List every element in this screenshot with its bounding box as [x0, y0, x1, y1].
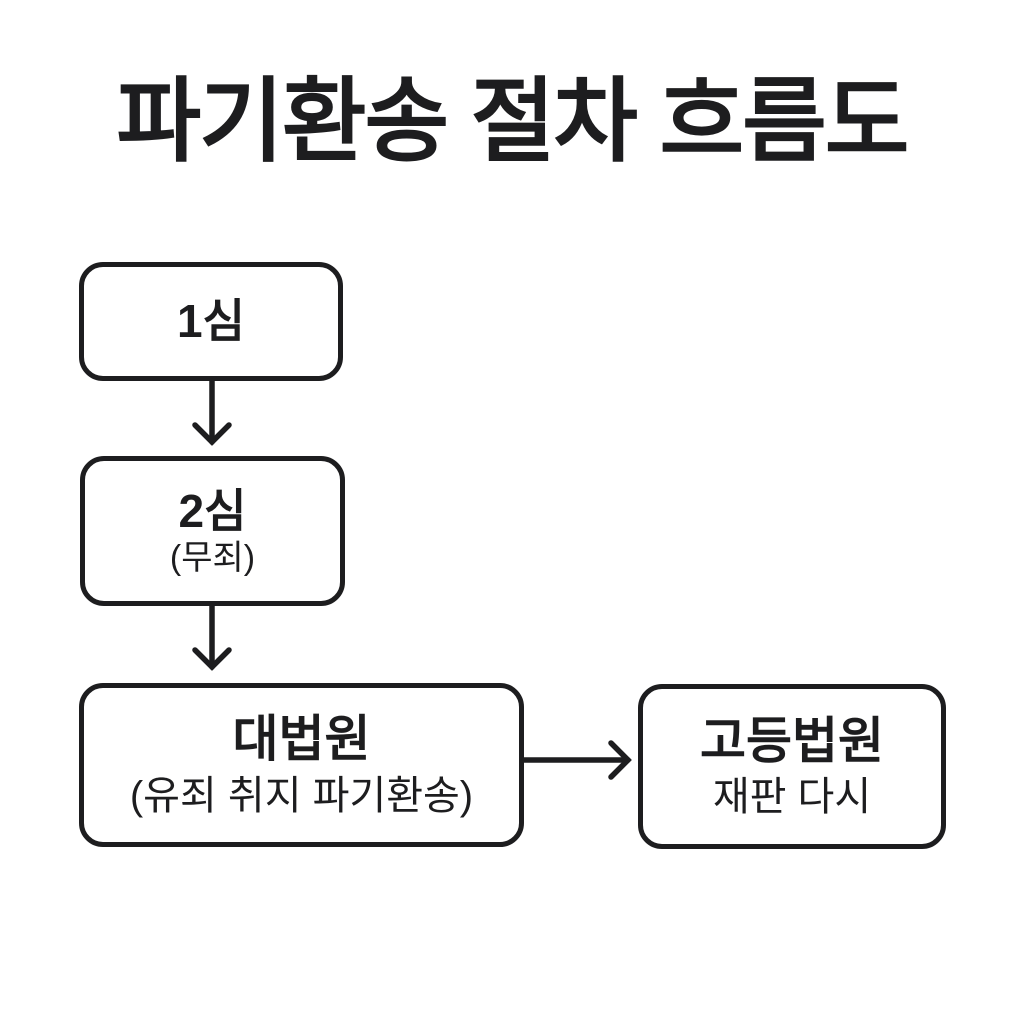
node-second-trial-sublabel: (무죄) — [169, 538, 256, 577]
arrow-down-icon — [192, 603, 232, 671]
node-high-court-label: 고등법원 — [700, 712, 884, 769]
node-first-trial-label: 1심 — [177, 295, 245, 348]
node-supreme-court: 대법원 (유죄 취지 파기환송) — [79, 683, 524, 847]
node-high-court-sublabel: 재판 다시 — [712, 775, 872, 820]
node-second-trial: 2심 (무죄) — [80, 456, 345, 606]
node-high-court: 고등법원 재판 다시 — [638, 684, 946, 849]
arrow-right-icon — [521, 740, 632, 780]
node-first-trial: 1심 — [79, 262, 343, 381]
arrow-down-icon — [192, 378, 232, 446]
diagram-title: 파기환송 절차 흐름도 — [116, 71, 910, 173]
node-second-trial-label: 2심 — [178, 484, 247, 537]
node-supreme-court-label: 대법원 — [232, 711, 371, 768]
node-supreme-court-sublabel: (유죄 취지 파기환송) — [129, 773, 474, 818]
